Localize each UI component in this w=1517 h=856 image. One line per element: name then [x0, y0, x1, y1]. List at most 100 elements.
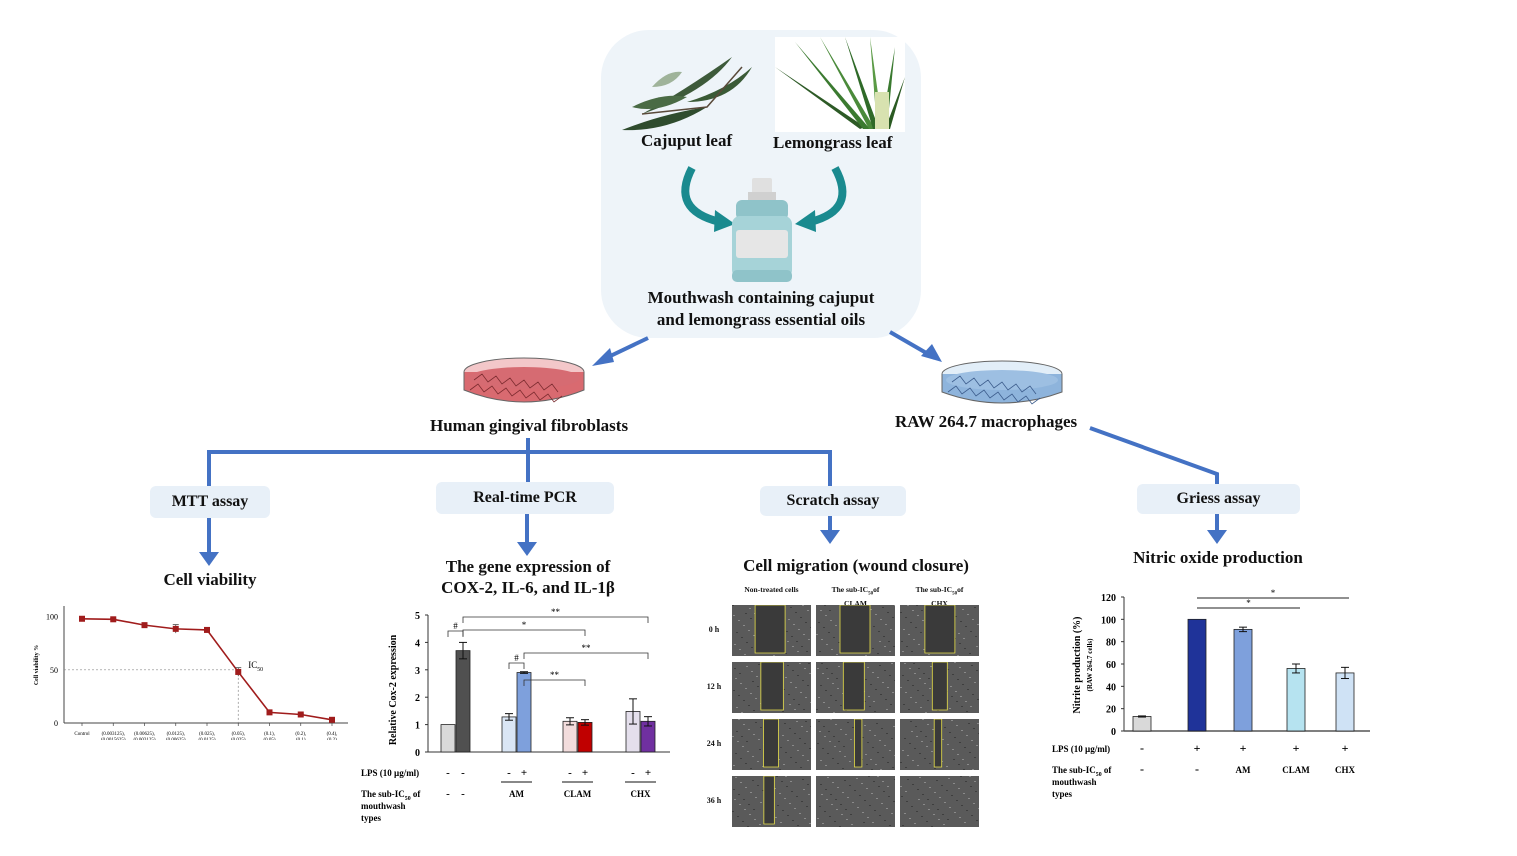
texture-dot	[789, 728, 791, 729]
texture-dot	[918, 644, 920, 645]
texture-dot	[949, 708, 951, 709]
texture-dot	[822, 748, 824, 749]
texture-dot	[957, 754, 959, 755]
texture-dot	[836, 678, 838, 679]
lps-sign: -	[461, 767, 465, 779]
texture-dot	[969, 752, 971, 753]
texture-dot	[758, 664, 760, 665]
wound-gap	[816, 662, 895, 713]
texture-dot	[839, 751, 841, 752]
data-point	[172, 625, 179, 632]
texture-dot	[835, 724, 837, 725]
texture-dot	[946, 790, 948, 791]
texture-dot	[809, 673, 811, 674]
texture-dot	[820, 610, 822, 611]
texture-dot	[801, 801, 803, 802]
texture-dot	[750, 693, 752, 694]
texture-dot	[746, 741, 748, 742]
texture-dot	[954, 737, 956, 738]
wound-gap	[732, 719, 811, 770]
texture-dot	[922, 794, 924, 795]
lps-sign: +	[582, 767, 588, 779]
texture-dot	[803, 634, 805, 635]
texture-dot	[753, 809, 755, 810]
texture-dot	[919, 678, 921, 679]
texture-dot	[785, 752, 787, 753]
texture-dot	[748, 804, 750, 805]
texture-dot	[873, 781, 875, 782]
texture-dot	[972, 694, 974, 695]
texture-dot	[954, 812, 956, 813]
y-tick-label: 3	[415, 666, 420, 677]
y-tick-label: 20	[1106, 705, 1116, 716]
bar	[1286, 668, 1306, 732]
texture-dot	[972, 619, 974, 620]
texture-dot	[805, 721, 807, 722]
texture-dot	[857, 807, 859, 808]
significance-mark: *	[522, 620, 527, 630]
texture-dot	[826, 668, 828, 669]
texture-dot	[862, 737, 864, 738]
texture-dot	[966, 735, 968, 736]
texture-dot	[967, 764, 969, 765]
texture-dot	[957, 655, 959, 656]
texture-dot	[872, 822, 874, 823]
texture-dot	[732, 736, 734, 737]
subic-sign: -	[1195, 762, 1199, 776]
texture-dot	[877, 776, 879, 777]
texture-dot	[819, 651, 821, 652]
texture-dot	[965, 781, 967, 782]
texture-dot	[909, 818, 911, 819]
texture-dot	[876, 798, 878, 799]
texture-dot	[736, 707, 738, 708]
texture-dot	[875, 614, 877, 615]
texture-dot	[829, 610, 831, 611]
texture-dot	[964, 648, 966, 649]
texture-dot	[910, 721, 912, 722]
griess-assay-box: Griess assay	[1137, 484, 1300, 514]
bar	[455, 650, 471, 753]
texture-dot	[870, 684, 872, 685]
texture-dot	[869, 706, 871, 707]
texture-dot	[796, 721, 798, 722]
arrowhead-icon	[795, 210, 816, 232]
texture-dot	[807, 685, 809, 686]
texture-dot	[820, 784, 822, 785]
texture-dot	[927, 700, 929, 701]
texture-dot	[950, 686, 952, 687]
texture-dot	[738, 620, 740, 621]
texture-dot	[733, 789, 735, 790]
texture-dot	[885, 624, 887, 625]
texture-dot	[789, 704, 791, 705]
bar	[577, 722, 593, 753]
texture-dot	[867, 742, 869, 743]
texture-dot	[788, 619, 790, 620]
texture-dot	[903, 629, 905, 630]
texture-dot	[961, 805, 963, 806]
wound-gap	[817, 719, 895, 770]
texture-dot	[961, 706, 963, 707]
texture-dot	[793, 624, 795, 625]
subic-row-label-cont: mouthwash	[1052, 777, 1097, 787]
texture-dot	[826, 644, 828, 645]
texture-dot	[835, 625, 837, 626]
texture-dot	[956, 800, 958, 801]
texture-dot	[740, 758, 742, 759]
texture-dot	[880, 619, 882, 620]
texture-dot	[835, 799, 837, 800]
texture-dot	[973, 728, 975, 729]
texture-dot	[784, 723, 786, 724]
texture-dot	[953, 783, 955, 784]
texture-dot	[871, 769, 873, 770]
texture-dot	[759, 824, 761, 825]
wound-gap	[900, 605, 979, 656]
texture-dot	[921, 816, 923, 817]
texture-dot	[774, 788, 776, 789]
texture-dot	[928, 678, 930, 679]
texture-dot	[800, 692, 802, 693]
texture-dot	[776, 776, 778, 777]
texture-dot	[947, 819, 949, 820]
texture-dot	[779, 793, 781, 794]
x-tick-label: (0.0015625)	[101, 738, 126, 740]
texture-dot	[735, 753, 737, 754]
